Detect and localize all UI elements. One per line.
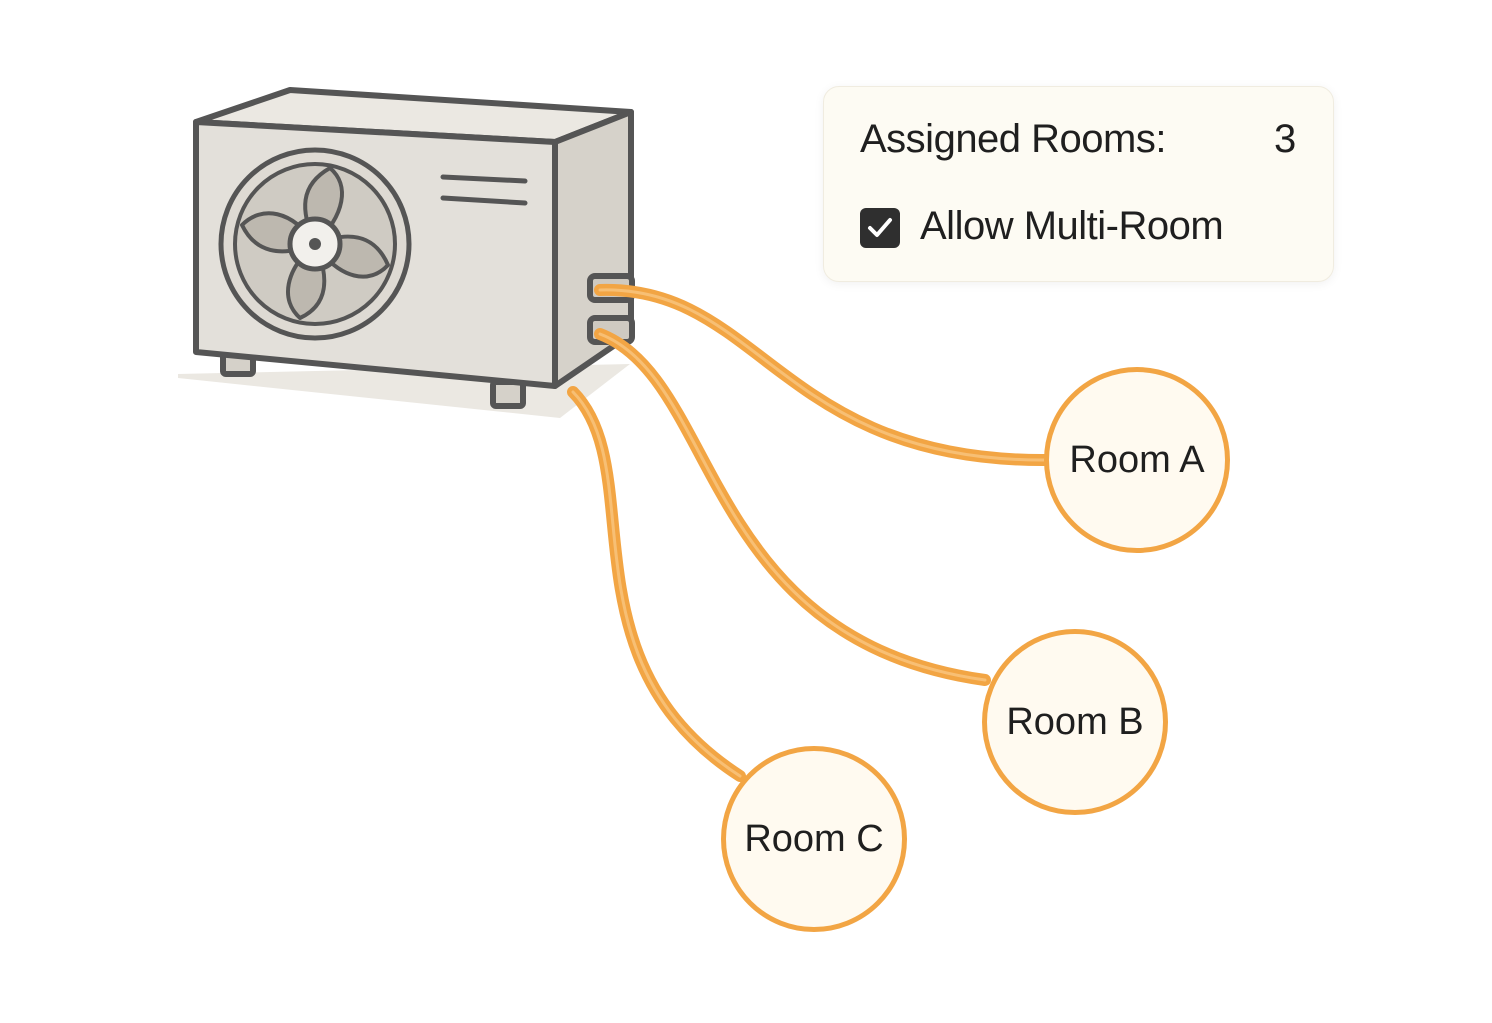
fan-icon [218,147,412,341]
room-node-b[interactable]: Room B [982,629,1168,815]
refrigerant-lines [567,283,1052,782]
room-node-a[interactable]: Room A [1044,367,1230,553]
room-assignment-panel: Assigned Rooms: 3 Allow Multi-Room [823,86,1334,282]
checkmark-icon [868,218,892,237]
allow-multi-room-checkbox[interactable] [860,208,900,248]
room-node-c[interactable]: Room C [721,746,907,932]
allow-multi-room-label[interactable]: Allow Multi-Room [920,204,1224,248]
line-to-room-a [594,283,1052,467]
assigned-rooms-label: Assigned Rooms: [860,117,1166,161]
assigned-rooms-count: 3 [1274,117,1297,161]
line-to-room-c [567,386,746,782]
